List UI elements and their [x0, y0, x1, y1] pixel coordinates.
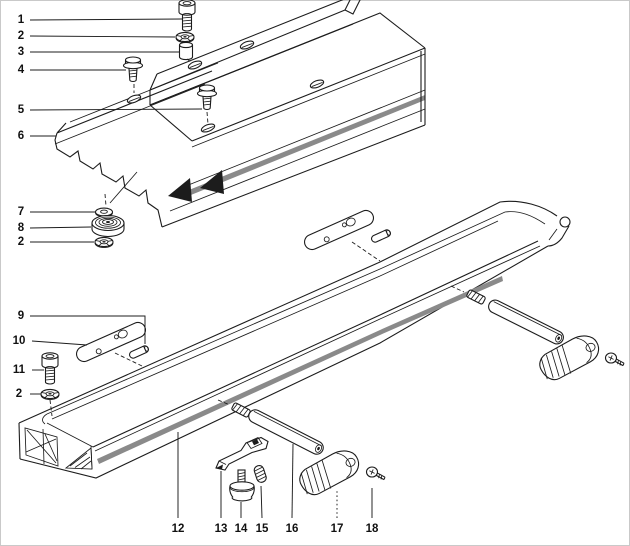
callout-number: 11 — [13, 364, 26, 376]
callout-10-10: 10 — [13, 335, 88, 347]
callout-6-5: 6 — [18, 130, 56, 142]
callout-12-13: 12 — [172, 432, 185, 535]
hex-nut-2a — [175, 31, 195, 44]
knob-14 — [229, 469, 255, 502]
clamp-plate-13 — [215, 436, 269, 471]
callout-11-11: 11 — [13, 364, 44, 376]
callout-15-16: 15 — [256, 485, 269, 535]
hex-nut-2b — [94, 236, 114, 249]
callout-3-2: 3 — [18, 46, 179, 58]
spring-15 — [253, 464, 267, 483]
callout-number: 13 — [215, 523, 228, 535]
callout-2-1: 2 — [18, 30, 176, 42]
callout-8-7: 8 — [18, 222, 92, 234]
callout-number: 8 — [18, 222, 25, 234]
callout-number: 3 — [18, 46, 24, 58]
callout-5-4: 5 — [18, 104, 203, 116]
callout-number: 1 — [18, 14, 25, 26]
callout-number: 6 — [18, 130, 24, 142]
callout-leader-line — [30, 315, 146, 344]
callout-leader-line — [29, 35, 176, 38]
callout-9-9: 9 — [18, 310, 146, 344]
callout-leader-line — [31, 340, 88, 346]
callout-number: 2 — [18, 30, 24, 42]
callout-number: 16 — [286, 523, 299, 535]
callout-1-0: 1 — [18, 14, 183, 26]
callout-number: 9 — [18, 310, 24, 322]
callout-number: 2 — [16, 388, 22, 400]
callout-number: 10 — [13, 335, 26, 347]
callout-number: 2 — [18, 236, 24, 248]
callout-4-3: 4 — [18, 64, 126, 76]
callout-number: 5 — [18, 104, 25, 116]
callout-number: 12 — [172, 523, 185, 535]
callout-14-15: 14 — [235, 502, 248, 535]
callout-13-14: 13 — [215, 471, 228, 535]
upper-fence-extrusion — [54, 0, 426, 228]
callout-number: 14 — [235, 523, 248, 535]
callout-2-12: 2 — [16, 388, 41, 400]
callout-18-19: 18 — [366, 488, 379, 535]
callout-2-8: 2 — [18, 236, 94, 248]
alignment-dashes — [49, 58, 465, 417]
callout-number: 4 — [18, 64, 25, 76]
lower-rail-extrusion — [18, 200, 571, 479]
callout-number: 18 — [366, 523, 379, 535]
callout-leader-line — [29, 108, 203, 111]
roller-8 — [91, 214, 125, 238]
callout-16-17: 16 — [286, 443, 299, 535]
callout-17-18: 17 — [331, 489, 344, 535]
callout-leader-line — [29, 226, 92, 229]
callout-leader-line — [260, 485, 263, 519]
callout-number: 7 — [18, 206, 24, 218]
callout-number: 15 — [256, 523, 269, 535]
callout-leader-line — [291, 443, 294, 519]
callout-number: 17 — [331, 523, 344, 535]
callout-leader-line — [29, 18, 183, 21]
callout-7-6: 7 — [18, 206, 95, 218]
hex-nut-2c — [40, 388, 60, 401]
